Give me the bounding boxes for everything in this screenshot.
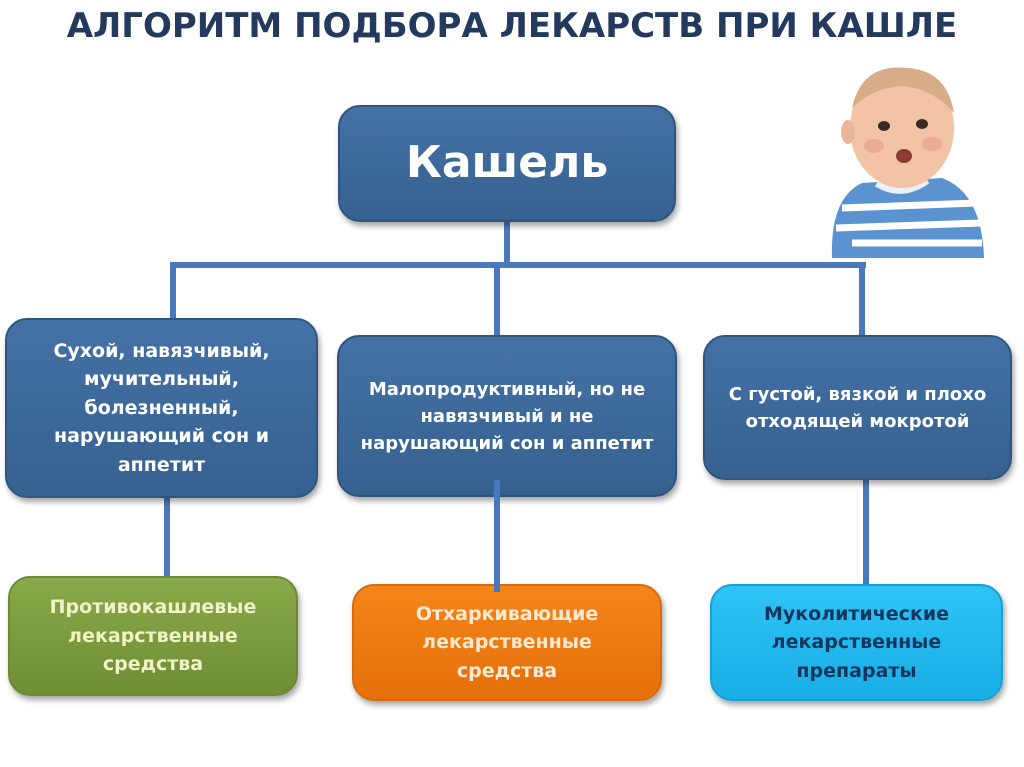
connector-right-down — [859, 262, 865, 338]
root-node-cough: Кашель — [338, 105, 676, 222]
connector-root-down — [504, 220, 510, 266]
connector-right-to-cyan — [863, 478, 869, 586]
medication-mucolytic: Муколитические лекарственные препараты — [710, 584, 1003, 701]
connector-middle-down — [494, 262, 500, 338]
cough-type-viscous-sputum: С густой, вязкой и плохо отходящей мокро… — [703, 335, 1012, 480]
connector-left-down — [170, 262, 176, 322]
connector-horizontal — [172, 262, 866, 268]
medication-antitussive: Противокашлевые лекарственные средства — [8, 576, 298, 696]
coughing-baby-image — [831, 67, 984, 258]
connector-middle-through — [494, 480, 500, 592]
connector-left-to-green — [164, 495, 170, 580]
cough-type-unproductive: Малопродуктивный, но не навязчивый и не … — [337, 335, 677, 497]
page-title: АЛГОРИТМ ПОДБОРА ЛЕКАРСТВ ПРИ КАШЛЕ — [66, 6, 958, 46]
cough-type-dry: Сухой, навязчивый, мучительный, болезнен… — [5, 318, 318, 498]
medication-expectorant: Отхаркивающие лекарственные средства — [352, 584, 662, 701]
